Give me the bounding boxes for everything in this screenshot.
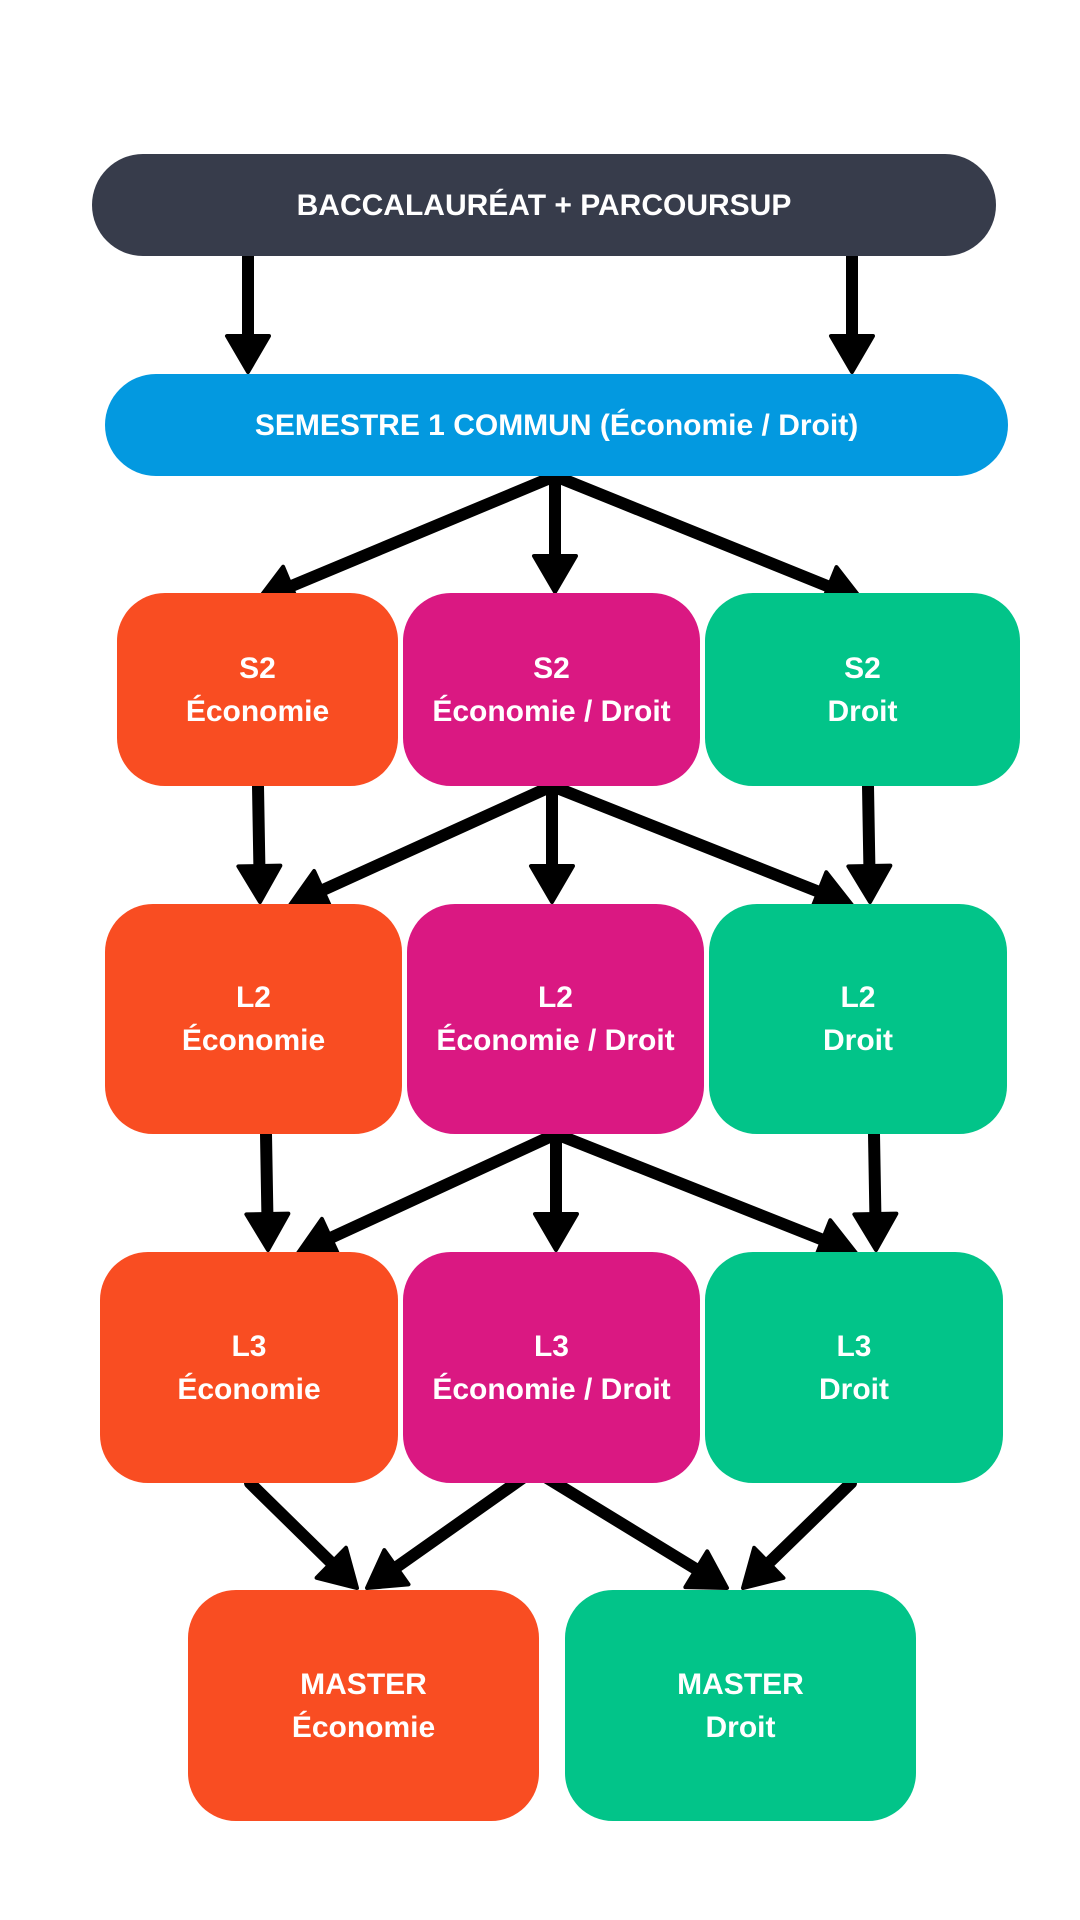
arrow-head bbox=[846, 863, 893, 904]
arrow-s2-eco-to-l2-eco bbox=[236, 780, 283, 904]
node-s2-economie-droit-track: Économie / Droit bbox=[432, 694, 671, 728]
node-l2-economie-level: L2 bbox=[235, 981, 271, 1014]
arrow-l3-mix-to-master-eco bbox=[365, 1464, 540, 1590]
node-l2-economie-droit-track: Économie / Droit bbox=[436, 1024, 675, 1057]
arrow-s2-mix-to-l2-eco bbox=[288, 780, 558, 912]
arrow-head bbox=[852, 1211, 899, 1252]
node-s2-economie-droit-level: S2 bbox=[533, 651, 570, 685]
node-s2-droit: S2 Droit bbox=[705, 593, 1020, 786]
node-baccalaureat-parcoursup: BACCALAURÉAT + PARCOURSUP bbox=[92, 154, 996, 256]
node-l3-droit: L3 Droit bbox=[705, 1252, 1003, 1483]
arrow-head bbox=[244, 1211, 291, 1252]
node-l2-droit-level: L2 bbox=[840, 981, 876, 1014]
arrow-l2-droit-to-l3-droit bbox=[852, 1128, 899, 1252]
arrow-l2-eco-to-l3-eco bbox=[244, 1128, 291, 1252]
node-l2-economie: L2 Économie bbox=[105, 904, 402, 1134]
arrow-l2-mix-to-l3-eco bbox=[296, 1128, 562, 1259]
node-l3-economie-droit-track: Économie / Droit bbox=[432, 1372, 671, 1406]
node-s2-droit-level: S2 bbox=[844, 651, 881, 685]
node-l3-droit-track: Droit bbox=[819, 1372, 889, 1406]
node-l2-economie-track: Économie bbox=[181, 1024, 326, 1057]
node-s2-droit-track: Droit bbox=[827, 694, 898, 728]
arrow-head bbox=[683, 1549, 729, 1590]
arrow-shaft bbox=[759, 1477, 857, 1572]
node-s2-economie-track: Économie bbox=[185, 694, 330, 728]
arrow-shaft bbox=[260, 1128, 274, 1225]
node-l2-economie-droit: L2 Économie / Droit bbox=[407, 904, 704, 1134]
arrow-shaft bbox=[281, 470, 561, 594]
arrow-head bbox=[236, 863, 283, 904]
arrow-s1-to-s2-droit bbox=[549, 470, 864, 608]
arrow-head bbox=[532, 554, 578, 594]
node-l3-economie-droit-level: L3 bbox=[533, 1329, 569, 1363]
node-l2-droit-track: Droit bbox=[823, 1024, 893, 1057]
node-l3-economie-droit: L3 Économie / Droit bbox=[403, 1252, 700, 1483]
node-l2-droit: L2 Droit bbox=[709, 904, 1007, 1134]
arrow-shaft bbox=[387, 1464, 540, 1576]
arrow-shaft bbox=[550, 1128, 833, 1248]
arrow-bac-to-s1-right bbox=[829, 250, 875, 374]
arrow-shaft bbox=[546, 780, 829, 900]
node-semestre-1-label: SEMESTRE 1 COMMUN (Économie / Droit) bbox=[254, 408, 859, 442]
node-master-droit: MASTER Droit bbox=[565, 1590, 916, 1821]
arrow-s2-mix-to-l2-droit bbox=[546, 780, 854, 914]
arrow-shaft bbox=[528, 1464, 706, 1578]
node-l3-economie-level: L3 bbox=[231, 1329, 267, 1363]
arrow-l3-mix-to-master-droit bbox=[528, 1464, 729, 1590]
node-master-economie: MASTER Économie bbox=[188, 1590, 539, 1821]
node-l3-droit-level: L3 bbox=[836, 1329, 872, 1363]
node-semestre-1-commun: SEMESTRE 1 COMMUN (Économie / Droit) bbox=[105, 374, 1008, 476]
node-master-economie-track: Économie bbox=[291, 1710, 436, 1744]
arrow-shaft bbox=[313, 780, 558, 898]
arrow-head bbox=[829, 334, 875, 374]
arrow-bac-to-s1-left bbox=[225, 250, 271, 374]
arrow-shaft bbox=[862, 780, 876, 877]
arrow-shaft bbox=[244, 1477, 341, 1572]
arrow-s2-mix-to-l2-mix bbox=[529, 780, 575, 904]
node-s2-economie: S2 Économie bbox=[117, 593, 398, 786]
node-master-economie-level: MASTER bbox=[300, 1667, 427, 1701]
node-s2-economie-level: S2 bbox=[239, 651, 276, 685]
arrow-l2-mix-to-l3-mix bbox=[533, 1128, 579, 1252]
arrow-l3-droit-to-master-droit bbox=[741, 1477, 857, 1590]
arrow-l3-eco-to-master-eco bbox=[244, 1477, 359, 1590]
arrow-l2-mix-to-l3-droit bbox=[550, 1128, 858, 1262]
arrow-shaft bbox=[549, 470, 839, 595]
arrow-head bbox=[533, 1212, 579, 1252]
node-l3-economie: L3 Économie bbox=[100, 1252, 398, 1483]
arrow-head bbox=[741, 1545, 786, 1590]
node-master-droit-track: Droit bbox=[705, 1710, 776, 1744]
node-l2-economie-droit-level: L2 bbox=[537, 981, 573, 1014]
node-l3-economie-track: Économie bbox=[177, 1372, 321, 1406]
arrow-shaft bbox=[868, 1128, 882, 1225]
arrow-head bbox=[314, 1545, 359, 1590]
arrow-s2-droit-to-l2-droit bbox=[846, 780, 893, 904]
node-baccalaureat-label: BACCALAURÉAT + PARCOURSUP bbox=[296, 188, 792, 222]
arrow-head bbox=[225, 334, 271, 374]
arrow-shaft bbox=[252, 780, 266, 877]
arrow-s1-to-s2-eco bbox=[256, 470, 561, 608]
arrow-head bbox=[529, 864, 575, 904]
node-s2-economie-droit: S2 Économie / Droit bbox=[403, 593, 700, 786]
arrow-s1-to-s2-mix bbox=[532, 470, 578, 594]
node-master-droit-level: MASTER bbox=[677, 1667, 804, 1701]
arrow-shaft bbox=[321, 1128, 562, 1246]
arrow-head bbox=[365, 1548, 411, 1590]
